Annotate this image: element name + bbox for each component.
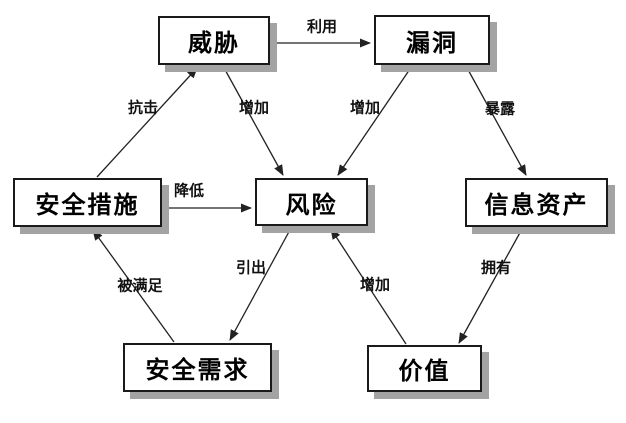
node-safeguard: 安全措施 xyxy=(13,178,162,227)
edge-threat-increases-risk xyxy=(222,65,284,176)
edge-asset-owns-value xyxy=(458,228,523,344)
node-safeguard-label: 安全措施 xyxy=(35,191,140,219)
node-vulnerability-label: 漏洞 xyxy=(406,28,458,57)
node-risk: 风险 xyxy=(255,178,368,226)
edge-label-exploit: 利用 xyxy=(306,17,338,36)
edge-label-reduce: 降低 xyxy=(173,181,205,200)
node-security-requirement: 安全需求 xyxy=(123,343,272,392)
edge-label-own: 拥有 xyxy=(480,258,512,277)
node-threat-label: 威胁 xyxy=(188,29,240,57)
edge-label-increase-value: 增加 xyxy=(359,275,391,294)
node-threat: 威胁 xyxy=(158,16,270,65)
edge-label-resist: 抗击 xyxy=(127,98,159,117)
node-vulnerability: 漏洞 xyxy=(374,15,490,65)
edge-label-expose: 暴露 xyxy=(484,99,516,118)
node-risk-label: 风险 xyxy=(285,190,338,219)
edge-safeguard-resists-threat xyxy=(96,67,198,178)
edge-vulnerability-increases-risk xyxy=(337,65,413,176)
node-information-asset: 信息资产 xyxy=(465,178,608,227)
edge-label-satisfied: 被满足 xyxy=(117,276,163,295)
edge-label-increase-threat: 增加 xyxy=(238,98,270,117)
node-value-label: 价值 xyxy=(398,357,451,385)
edge-vulnerability-exposes-asset xyxy=(465,65,527,176)
node-information-asset-label: 信息资产 xyxy=(484,191,589,219)
node-value: 价值 xyxy=(367,345,482,392)
edge-label-derive: 引出 xyxy=(235,258,267,277)
edge-label-increase-vulnerability: 增加 xyxy=(349,98,381,117)
node-security-requirement-label: 安全需求 xyxy=(145,356,250,384)
edge-risk-derives-security-requirement xyxy=(229,227,292,341)
